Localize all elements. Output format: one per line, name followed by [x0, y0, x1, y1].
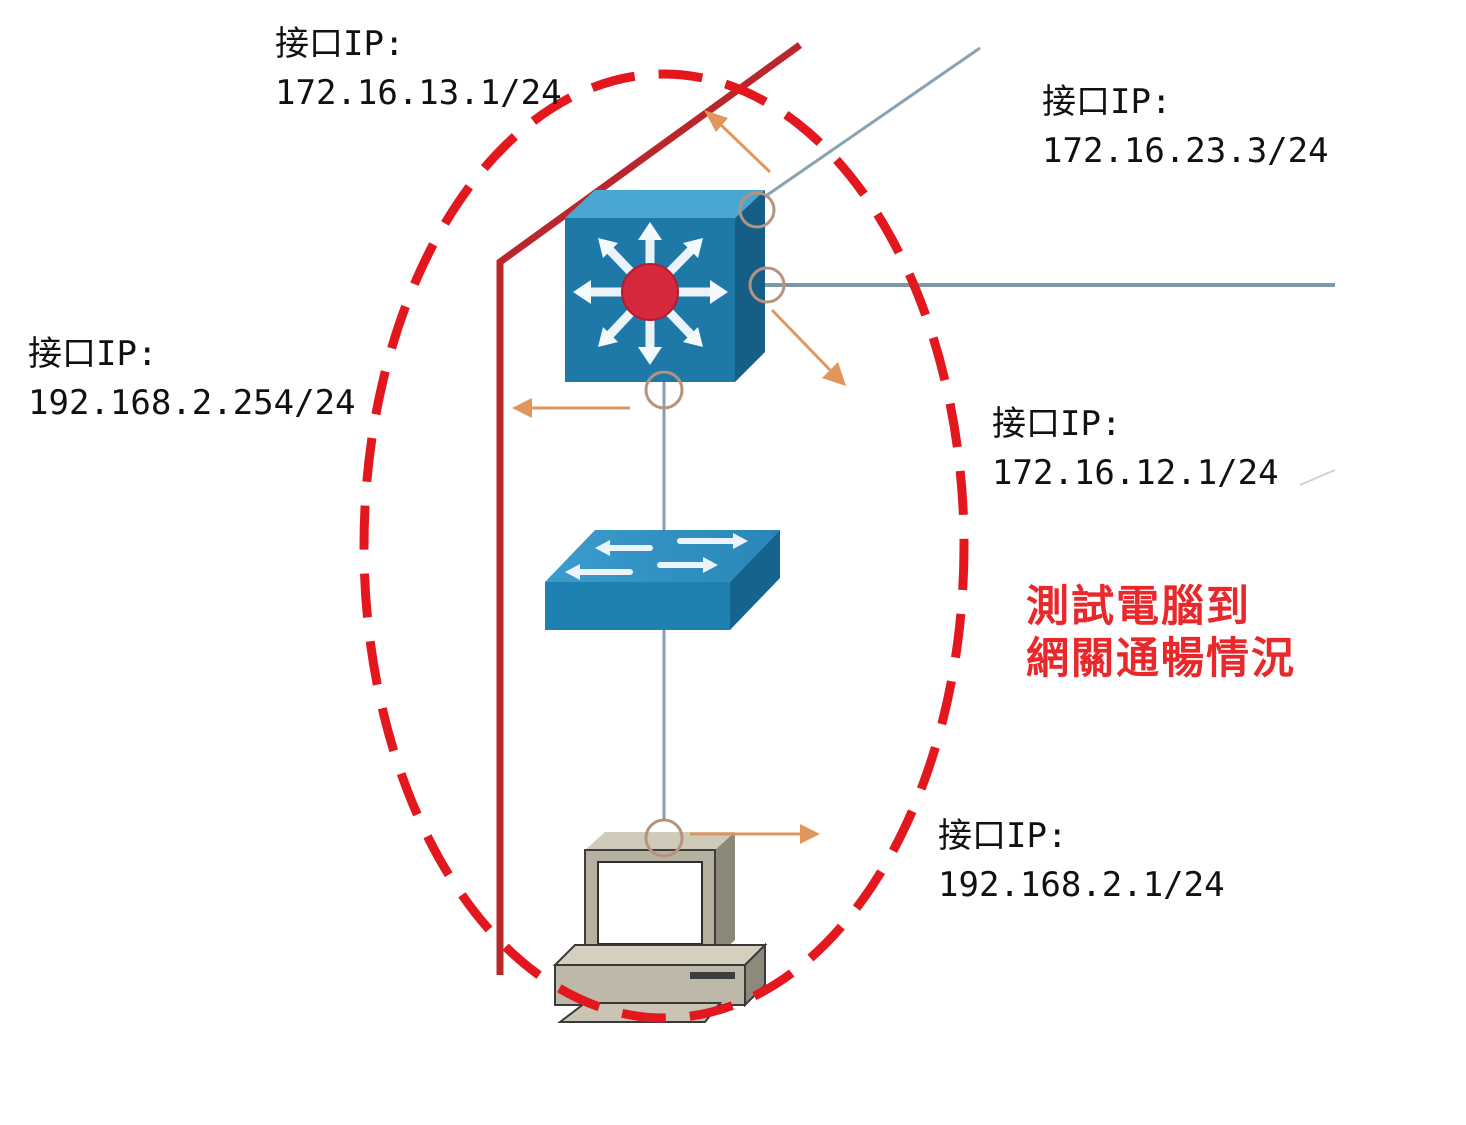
ip-label-address: 192.168.2.254/24: [28, 383, 356, 424]
arrow-lower-right: [770, 308, 846, 386]
arrow-right-pc: [690, 824, 820, 844]
port-marker-upper-right: [738, 191, 776, 229]
arrow-left: [512, 398, 630, 418]
port-marker-l3-bottom: [644, 370, 684, 410]
caption-line-2: 網關通暢情況: [1026, 633, 1296, 684]
caption-line-1: 測試電腦到: [1026, 582, 1251, 632]
ip-label-title: 接口IP:: [938, 816, 1068, 856]
ip-label-top-right: 接口IP: 172.16.23.3/24: [1042, 78, 1329, 177]
ip-label-left: 接口IP: 192.168.2.254/24: [28, 330, 356, 429]
uplink-path: [496, 42, 803, 975]
ip-label-address: 172.16.12.1/24: [992, 453, 1279, 494]
port-marker-pc: [644, 818, 684, 858]
layer2-switch-icon: [545, 530, 780, 630]
ip-label-right: 接口IP: 172.16.12.1/24: [992, 400, 1279, 499]
link-upper-right: [759, 46, 981, 202]
pc-icon: [552, 832, 768, 1023]
ip-label-title: 接口IP:: [275, 24, 405, 64]
ip-label-address: 192.168.2.1/24: [938, 865, 1225, 906]
diagram-caption: 測試電腦到 網關通暢情況: [1026, 582, 1296, 685]
ip-label-title: 接口IP:: [992, 404, 1122, 444]
link-right-faint: [1299, 469, 1336, 486]
ip-label-bottom: 接口IP: 192.168.2.1/24: [938, 812, 1225, 911]
highlight-ellipse: [359, 69, 969, 1023]
layer3-switch-icon: [565, 190, 765, 382]
ip-label-top-left: 接口IP: 172.16.13.1/24: [275, 20, 562, 119]
ip-label-address: 172.16.13.1/24: [275, 73, 562, 114]
arrow-upper-left: [704, 110, 772, 174]
ip-label-title: 接口IP:: [28, 334, 158, 374]
ip-label-address: 172.16.23.3/24: [1042, 131, 1329, 172]
ip-label-title: 接口IP:: [1042, 82, 1172, 122]
port-marker-right: [748, 266, 786, 304]
